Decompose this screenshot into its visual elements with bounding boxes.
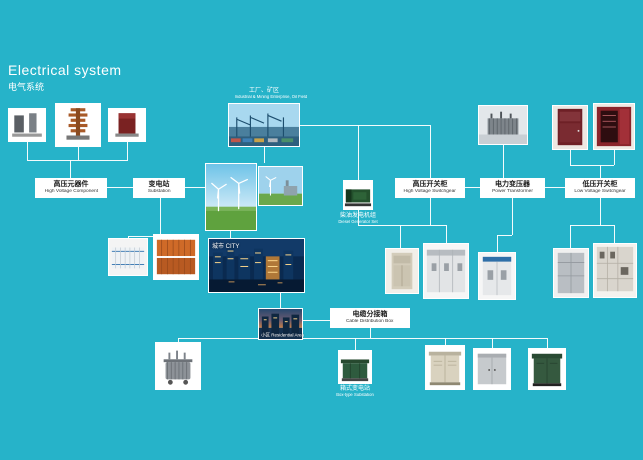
connector-line [570,225,614,226]
industrial-photo [228,103,300,147]
connector-line [512,198,513,235]
city-photo: 城市 CITY [208,238,305,293]
label-zh: 低压开关柜 [582,180,618,188]
connector-line [300,125,430,126]
wind-farm-photo [205,163,257,231]
label-en: High Voltage Component [44,188,98,194]
label-zh: 高压元器件 [53,180,89,188]
box-substation-photo [338,350,372,384]
connector-line [358,125,359,180]
connector-line [264,147,265,163]
connector-line [78,147,79,160]
connector-line [570,150,571,165]
connector-line [570,165,614,166]
connector-line [358,225,446,226]
label-en: Substation [147,188,171,194]
generator-set-photo [343,180,373,210]
connector-line [570,225,571,248]
connector-line [430,198,431,225]
genset-caption: 柴油发电机组 Diesel Generator Set [330,213,386,227]
label-en: Power Transformer [492,188,533,194]
outdoor-cabinet-steel-photo [473,348,511,390]
hv-bushing-photo [8,108,46,142]
connector-line [127,142,128,160]
container-white-photo [108,238,148,276]
connector-line [503,145,504,178]
switchgear-white-photo [478,252,516,300]
connector-line [107,187,133,188]
connector-line [600,198,601,225]
industrial-caption: 工厂、矿区 Industrial & Mining Enterprise, Oi… [222,88,308,102]
connector-line [430,125,431,178]
label-en: Low Voltage Switchgear [574,188,626,194]
title-text: Electrical system [8,62,122,78]
connector-line [446,225,447,243]
genset-caption-zh: 柴油发电机组 [339,213,376,219]
cabinet-beige-photo [385,248,419,294]
connector-line [545,187,565,188]
connector-line [492,338,493,348]
container-orange-photo [153,234,199,280]
label-cable-distribution-box: 电缆分接箱 Cable Distribution Box [330,308,410,328]
switchgear-red-closed-photo [552,105,588,150]
label-zh: 电缆分接箱 [352,310,388,318]
connector-line [497,235,512,236]
hv-fuse-photo [108,108,146,142]
label-zh: 电力变压器 [495,180,530,188]
connector-line [128,236,160,237]
residential-photo: 小区 Residential Area [258,308,305,340]
connector-line [547,338,548,348]
distribution-transformer-photo [478,105,528,145]
connector-line [358,210,359,225]
power-plant-photo [258,166,303,206]
label-zh: 变电站 [148,180,170,188]
residential-caption: 小区 Residential Area [261,333,305,339]
insulator-photo [55,103,101,147]
connector-line [178,338,179,342]
box-substation-caption-zh: 箱式变电站 [339,386,370,392]
label-en: Cable Distribution Box [346,318,394,324]
genset-caption-en: Diesel Generator Set [338,220,378,225]
connector-line [185,187,205,188]
switchgear-group-photo [423,243,469,299]
connector-line [465,187,480,188]
label-substation: 变电站 Substation [133,178,185,198]
connector-line [400,225,401,248]
outdoor-cabinet-beige-photo [425,345,465,390]
connector-line [27,142,28,160]
label-en: High Voltage Switchgear [403,188,457,194]
box-substation-caption: 箱式变电站 Box-type Substation [328,386,382,400]
connector-line [128,236,129,238]
connector-line [27,160,128,161]
cabinet-gray-photo [553,248,589,298]
connector-line [303,320,330,321]
connector-line [614,150,615,165]
oil-transformer-photo [155,342,201,390]
label-zh: 高压开关柜 [412,180,448,188]
label-power-transformer: 电力变压器 Power Transformer [480,178,545,198]
subtitle-text: 电气系统 [8,82,45,92]
label-high-voltage-component: 高压元器件 High Voltage Component [35,178,107,198]
connector-line [370,328,371,338]
label-high-voltage-switchgear: 高压开关柜 High Voltage Switchgear [395,178,465,198]
connector-line [445,338,446,345]
connector-line [70,160,71,178]
connector-line [614,225,615,243]
connector-line [280,293,281,308]
outdoor-cabinet-green-photo [528,348,566,390]
connector-line [497,235,498,252]
page-title: Electrical system 电气系统 [8,62,122,93]
connector-line [160,198,161,234]
connector-line [230,231,231,238]
industrial-caption-en: Industrial & Mining Enterprise, Oil Fiel… [234,95,308,100]
cabinet-panel-photo [593,243,637,298]
box-substation-caption-en: Box-type Substation [336,393,374,398]
connector-line [600,165,601,178]
connector-line [355,338,356,350]
connector-line [178,338,547,339]
city-caption: 城市 CITY [212,244,240,250]
industrial-caption-zh: 工厂、矿区 [248,88,279,94]
switchgear-red-open-photo [593,103,635,150]
label-low-voltage-switchgear: 低压开关柜 Low Voltage Switchgear [565,178,635,198]
